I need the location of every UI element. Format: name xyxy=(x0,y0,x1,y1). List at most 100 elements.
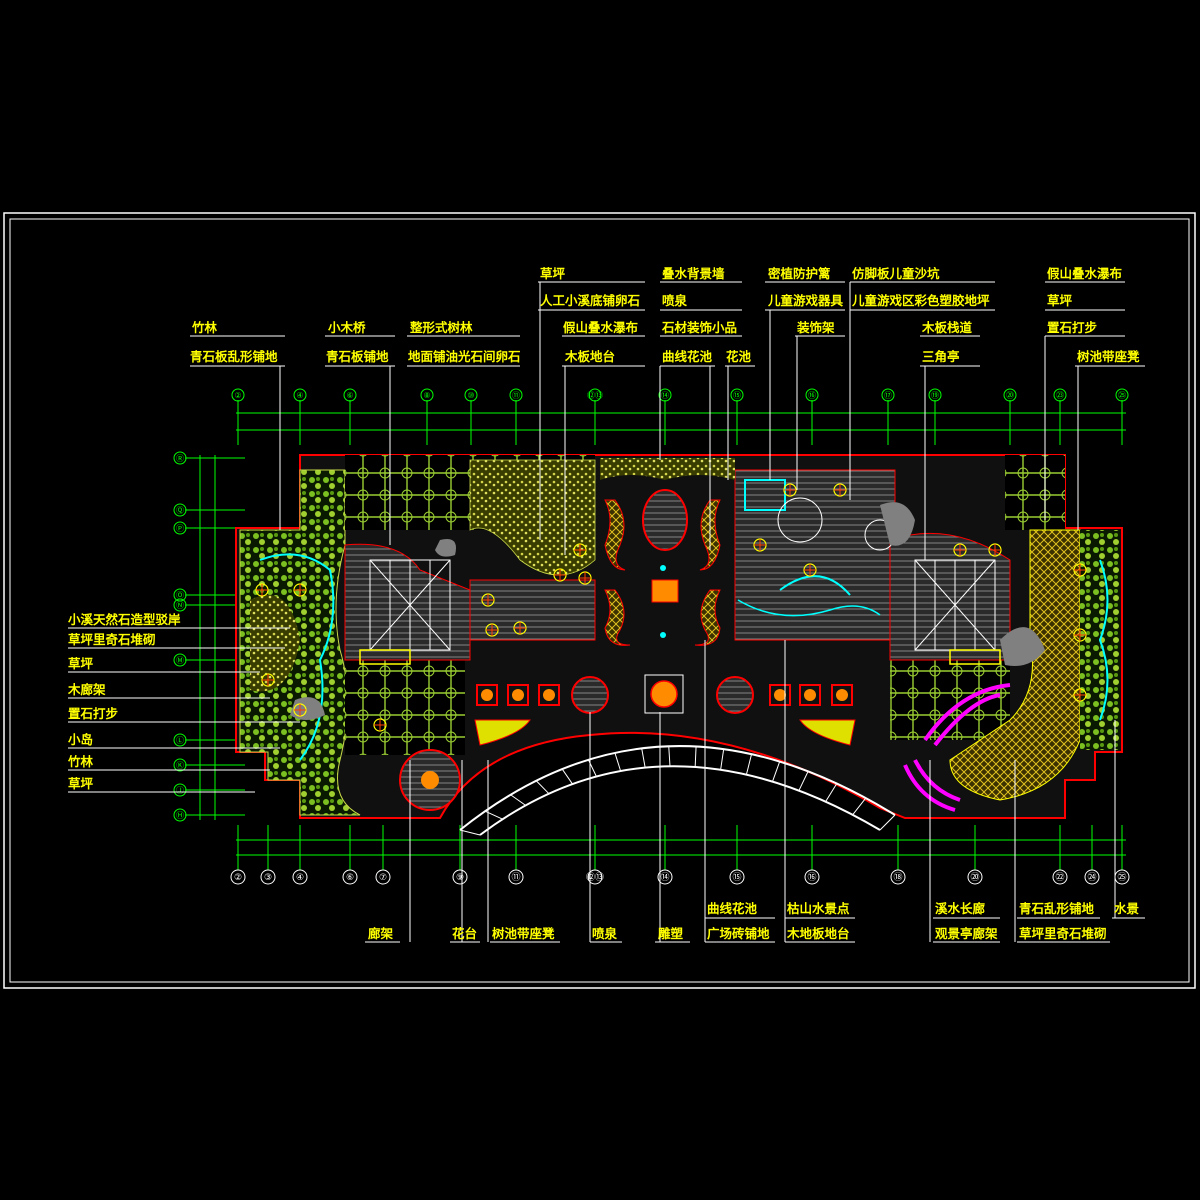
label-footprint-sandpit: 仿脚板儿童沙坑 xyxy=(852,266,940,281)
shrub-marker xyxy=(573,543,587,557)
shrub-marker xyxy=(261,673,275,687)
axis-marker-top: ⑫⑬ xyxy=(587,388,603,445)
axis-marker-top: ⑲ xyxy=(928,388,942,445)
label-timber-floor-deck: 木地板地台 xyxy=(787,926,850,941)
round-planter-right xyxy=(716,676,754,714)
svg-text:⑲: ⑲ xyxy=(931,391,939,400)
viewing-pavilion-walk xyxy=(903,759,961,812)
axis-marker-top: ⑮ xyxy=(730,388,744,445)
stone-feature xyxy=(651,579,679,603)
axis-marker-bottom: ⑮ xyxy=(729,825,745,885)
axis-marker-bottom: ⑱ xyxy=(890,825,906,885)
svg-text:⑮: ⑮ xyxy=(732,872,741,883)
svg-text:④: ④ xyxy=(296,391,303,400)
label-bluestone-paving: 青石板铺地 xyxy=(326,349,389,364)
label-rockery-waterfall: 假山叠水瀑布 xyxy=(563,320,639,335)
axis-marker-bottom: ⑫⑬ xyxy=(586,825,604,885)
label-bluestone-random-paving: 青石板乱形铺地 xyxy=(190,349,278,364)
shrub-marker xyxy=(1073,563,1087,577)
sculpture xyxy=(650,680,678,708)
svg-text:Ⓛ: Ⓛ xyxy=(176,736,184,745)
svg-text:㉓: ㉓ xyxy=(1056,391,1064,400)
shrub-marker xyxy=(293,583,307,597)
pergola-ribs xyxy=(459,746,896,836)
rockery-right xyxy=(880,502,915,546)
label-viewing-pavilion: 观景亭廊架 xyxy=(935,926,998,941)
shrub-markers xyxy=(255,483,1087,732)
label-flower-terrace: 花台 xyxy=(452,926,478,941)
steps-right xyxy=(949,649,1001,665)
drawing-frame xyxy=(3,212,1196,989)
axis-marker-bottom: ⑥ xyxy=(342,825,358,885)
axis-marker-left: Ⓝ xyxy=(173,598,245,612)
stream-corridor xyxy=(923,683,1011,747)
svg-text:⑦: ⑦ xyxy=(379,873,387,883)
tree-pits xyxy=(476,684,853,706)
svg-text:⑪: ⑪ xyxy=(511,872,520,883)
axis-marker-top: ⑩ xyxy=(464,388,478,445)
svg-text:⑭: ⑭ xyxy=(660,872,669,883)
svg-text:⑱: ⑱ xyxy=(893,872,902,883)
label-rubber-playground: 儿童游戏区彩色塑胶地坪 xyxy=(852,293,990,308)
label-stepping-stones-right: 置石打步 xyxy=(1047,320,1098,335)
leader-lines xyxy=(68,281,1145,943)
axis-marker-top: ⑪ xyxy=(509,388,523,445)
axis-marker-top: ⑭ xyxy=(658,388,672,445)
svg-text:⑩: ⑩ xyxy=(467,391,474,400)
label-dry-landscape: 枯山水景点 xyxy=(787,901,850,916)
svg-text:Ⓙ: Ⓙ xyxy=(176,786,184,795)
shrub-marker xyxy=(1073,628,1087,642)
axis-marker-top: ⑯ xyxy=(805,388,819,445)
rockery-right-2 xyxy=(1000,627,1045,666)
shrub-marker xyxy=(255,583,269,597)
shrub-marker xyxy=(481,593,495,607)
tree-pit-seat xyxy=(476,684,498,706)
steps-left xyxy=(359,649,411,665)
axis-marker-left: Ⓚ xyxy=(173,758,245,772)
lawn-top-centre xyxy=(469,459,596,576)
axis-marker-bottom: ⑪ xyxy=(508,825,524,885)
label-polished-stone-paving: 地面铺油光石间卵石 xyxy=(408,349,521,364)
stream-left xyxy=(259,553,335,761)
svg-text:Ⓞ: Ⓞ xyxy=(176,591,184,600)
label-lawn-b: 草坪 xyxy=(68,776,94,791)
svg-text:⑯: ⑯ xyxy=(807,872,816,883)
axis-marker-top: ⑳ xyxy=(1003,388,1017,445)
tree-pit-seat xyxy=(769,684,791,706)
axis-marker-bottom: ㉔ xyxy=(1084,825,1100,885)
svg-text:㉔: ㉔ xyxy=(1087,872,1096,883)
tree-grid-mid-left xyxy=(345,660,465,755)
label-lawn-right: 草坪 xyxy=(1047,293,1073,308)
fountain-pool xyxy=(642,489,688,551)
label-boardwalk: 木板栈道 xyxy=(922,320,973,335)
label-lawn-rocks-bottom: 草坪里奇石堆砌 xyxy=(1019,926,1107,941)
axis-marker-left: Ⓟ xyxy=(173,521,245,535)
svg-text:⑥: ⑥ xyxy=(346,391,353,400)
shrub-marker xyxy=(988,543,1002,557)
label-decorative-frame: 装饰架 xyxy=(797,320,835,335)
label-lawn-a: 草坪 xyxy=(68,656,94,671)
label-small-wooden-bridge: 小木桥 xyxy=(328,320,366,335)
label-artificial-stream: 人工小溪底铺卵石 xyxy=(540,293,641,308)
axis-marker-top: ㉕ xyxy=(1115,388,1129,445)
label-pergola: 廊架 xyxy=(368,926,394,941)
fountain-jet-2 xyxy=(660,632,666,638)
shrub-marker xyxy=(485,623,499,637)
label-bluestone-random: 青石乱形铺地 xyxy=(1019,901,1095,916)
axis-marker-left: Ⓗ xyxy=(173,808,245,822)
island xyxy=(290,697,325,720)
axis-marker-top: ⑰ xyxy=(881,388,895,445)
axis-marker-bottom: ④ xyxy=(292,825,308,885)
svg-text:⑳: ⑳ xyxy=(970,872,979,883)
label-play-equipment: 儿童游戏器具 xyxy=(768,293,844,308)
flower-bed-left xyxy=(474,719,531,746)
playground-deck xyxy=(734,469,896,641)
label-water-feature: 水景 xyxy=(1114,901,1140,916)
label-rockery-waterfall-right: 假山叠水瀑布 xyxy=(1047,266,1123,281)
axis-marker-bottom: ⑨ xyxy=(452,825,468,885)
axis-marker-left: Ⓡ xyxy=(173,451,245,465)
svg-text:Ⓜ: Ⓜ xyxy=(176,656,184,665)
